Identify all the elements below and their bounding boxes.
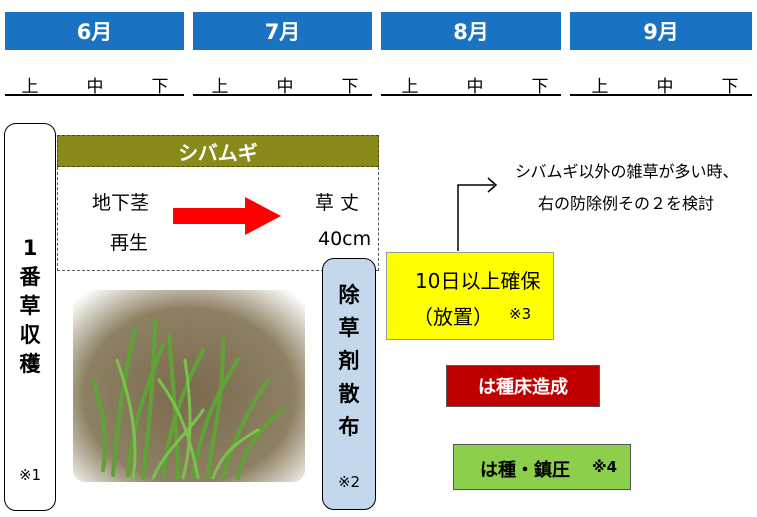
waiting-period-box: 10日以上確保 （放置） ※3 xyxy=(386,252,554,340)
dekad-label: 下 xyxy=(341,77,359,97)
month-header-june: 6月 xyxy=(5,12,184,50)
sowing-rolling-box: は種・鎮圧 ※4 xyxy=(453,444,631,490)
sowing-rolling-label: は種・鎮圧 xyxy=(480,460,570,481)
month-header-august: 8月 xyxy=(381,12,561,50)
dekad-label: 上 xyxy=(401,77,419,97)
plant-height-label: 草 丈 xyxy=(315,192,360,214)
timeline-divider xyxy=(193,94,372,96)
leave-alone-label: （放置） xyxy=(413,305,493,329)
other-weeds-note-line1: シバムギ以外の雑草が多い時、 xyxy=(515,162,739,181)
shibamugi-regrowth-box xyxy=(57,167,379,271)
timeline-divider xyxy=(5,94,184,96)
dekad-label: 中 xyxy=(86,77,104,97)
other-weeds-note-line2: 右の防除例その２を検討 xyxy=(538,194,715,213)
first-cut-harvest-label: 1番草収穫 xyxy=(19,236,41,376)
dekad-label: 中 xyxy=(466,77,484,97)
dekad-label: 下 xyxy=(531,77,549,97)
timeline-divider xyxy=(570,94,752,96)
plant-height-value: 40cm xyxy=(318,228,372,250)
rhizome-label: 地下茎 xyxy=(92,192,150,214)
seedbed-preparation-box: は種床造成 xyxy=(446,365,600,407)
month-header-september: 9月 xyxy=(570,12,752,50)
connector-arrow-icon xyxy=(457,177,498,251)
shibamugi-header: シバムギ xyxy=(57,135,379,167)
herbicide-application-box: 除草剤散布 ※2 xyxy=(322,258,376,510)
waiting-footnote: ※3 xyxy=(509,305,532,323)
regrowth-label: 再生 xyxy=(110,232,149,254)
growth-arrow-icon xyxy=(173,197,281,235)
first-cut-harvest-box: 1番草収穫 ※1 xyxy=(4,123,56,511)
timeline-divider xyxy=(381,94,561,96)
dekad-label: 上 xyxy=(211,77,229,97)
herbicide-footnote: ※2 xyxy=(337,473,361,491)
dekad-label: 下 xyxy=(151,77,169,97)
harvest-footnote: ※1 xyxy=(18,466,42,484)
herbicide-application-label: 除草剤散布 xyxy=(338,283,360,439)
month-header-july: 7月 xyxy=(193,12,372,50)
waiting-period-label: 10日以上確保 xyxy=(415,269,541,293)
dekad-label: 上 xyxy=(21,77,39,97)
dekad-label: 下 xyxy=(721,77,739,97)
shibamugi-photo xyxy=(73,290,305,482)
seedbed-preparation-label: は種床造成 xyxy=(478,377,568,398)
dekad-label: 中 xyxy=(656,77,674,97)
dekad-label: 中 xyxy=(276,77,294,97)
dekad-label: 上 xyxy=(591,77,609,97)
sowing-footnote: ※4 xyxy=(592,458,618,476)
